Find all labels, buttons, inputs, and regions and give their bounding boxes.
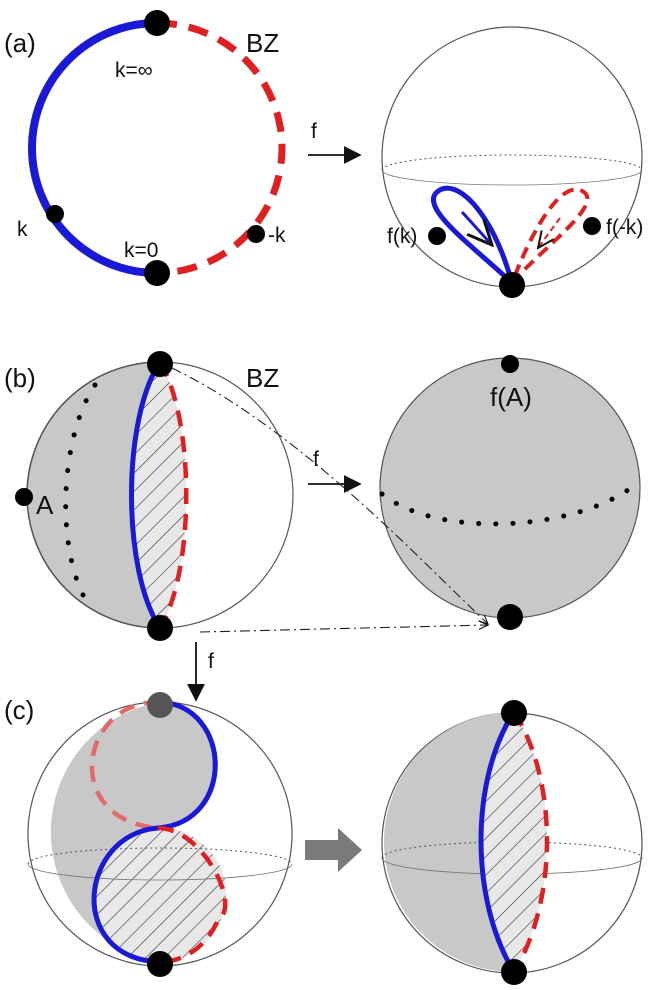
sphere-c-hatched <box>94 828 227 962</box>
red-lower-loop <box>157 825 228 965</box>
pole-south-b <box>147 615 173 641</box>
point-fA <box>501 355 519 373</box>
pole-south-c-left <box>147 951 173 977</box>
bz-circle-red-half <box>156 19 286 277</box>
point-k-zero <box>144 260 170 286</box>
label-k-infinity: k=∞ <box>115 59 153 82</box>
right-lens-red-edge <box>512 710 550 974</box>
pole-south-a <box>499 272 525 298</box>
sphere-c-right-gray <box>384 712 514 972</box>
image-loop-blue-arrow <box>460 210 492 245</box>
pole-south-b-target <box>497 604 523 630</box>
label-fk: f(k) <box>387 225 417 248</box>
red-upper-loop <box>89 699 161 831</box>
transform-block-arrow <box>305 828 362 872</box>
bz-label-b: BZ <box>246 363 279 393</box>
blue-s-curve <box>91 699 218 965</box>
pole-north-b <box>147 351 173 377</box>
point-k-infinity <box>144 10 170 36</box>
image-dotted-equator <box>379 481 639 527</box>
map-label-b: f <box>313 448 319 471</box>
panel-b-tag: (b) <box>4 363 36 393</box>
equator-front-a <box>381 169 643 186</box>
point-k <box>46 205 64 223</box>
panel-a-tag: (a) <box>4 28 36 58</box>
pole-north-c-right <box>501 700 527 726</box>
right-lens-blue-edge <box>478 710 517 974</box>
point-fk <box>428 227 446 245</box>
panel-a: (a) BZ k=∞ k k=0 -k f f(k) f(-k) <box>4 10 643 298</box>
label-fmk: f(-k) <box>606 216 643 239</box>
image-loop-red-arrow <box>538 217 561 248</box>
lens-blue-edge <box>129 360 163 630</box>
point-A <box>15 488 33 506</box>
sphere-c-right-lens <box>481 712 547 972</box>
mapping-curve-south <box>199 625 488 633</box>
label-A: A <box>36 490 54 520</box>
map-label-down: f <box>208 650 214 673</box>
target-sphere-a <box>381 26 643 288</box>
equator-front-c <box>27 863 293 881</box>
mapping-curve-north <box>171 367 488 624</box>
image-loop-red <box>510 187 590 285</box>
label-minus-k: -k <box>268 224 286 247</box>
lens-red-edge <box>158 360 189 630</box>
label-k-zero: k=0 <box>124 239 158 262</box>
point-minus-k <box>247 225 265 243</box>
bz-hatched-lens <box>131 362 187 628</box>
pole-north-c-left <box>147 692 173 718</box>
point-fmk <box>583 217 601 235</box>
bz-label-a: BZ <box>246 28 279 58</box>
pole-south-c-right <box>501 959 527 985</box>
map-label-a: f <box>311 120 317 143</box>
bz-circle-blue-half <box>28 19 158 277</box>
panel-c: (c) <box>4 692 643 985</box>
equator-back-a <box>381 154 643 171</box>
panel-c-tag: (c) <box>4 695 34 725</box>
label-fA: f(A) <box>490 382 532 412</box>
label-k: k <box>17 218 28 241</box>
panel-b: (b) BZ A f f(A) f <box>4 351 641 702</box>
equator-back-c-right <box>381 841 643 859</box>
